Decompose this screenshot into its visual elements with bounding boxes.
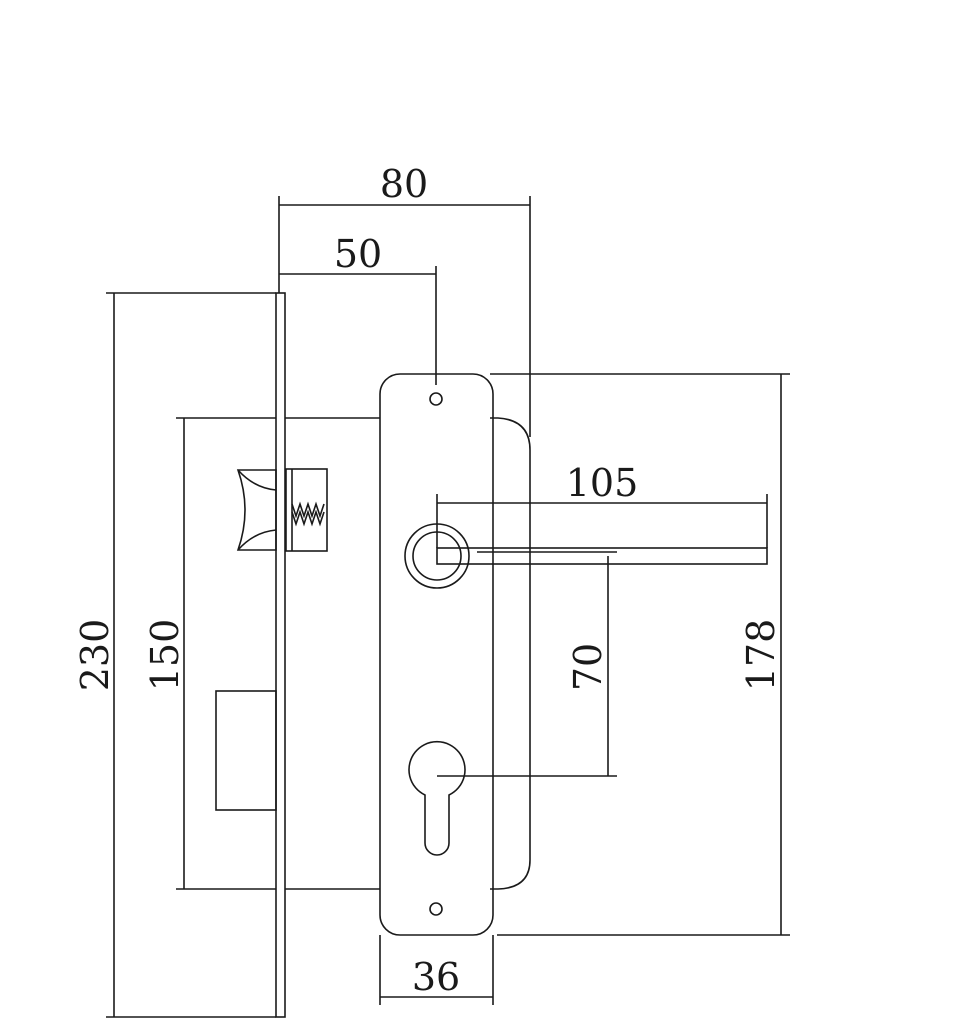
screw-hole-top — [429, 392, 443, 406]
faceplate — [275, 292, 286, 1018]
escutcheon-plate — [379, 373, 494, 936]
dimension-lines — [106, 196, 790, 1018]
dim-label-230: 230 — [73, 619, 117, 692]
dim-label-150: 150 — [143, 619, 187, 692]
lever-arm — [436, 547, 768, 565]
dim-label-70: 70 — [566, 643, 610, 691]
dim-label-105: 105 — [566, 461, 639, 505]
lever-handle — [404, 523, 768, 589]
dim-label-178: 178 — [739, 619, 783, 692]
dim-label-36: 36 — [412, 955, 460, 999]
latch-spring — [291, 501, 325, 519]
cylinder-hole — [408, 740, 466, 856]
dim-label-50: 50 — [334, 232, 382, 276]
back-plate — [490, 417, 531, 890]
dim-label-80: 80 — [380, 162, 428, 206]
lock-case — [176, 417, 380, 890]
latch-bolt — [236, 468, 328, 552]
dead-bolt — [215, 690, 277, 811]
screw-hole-bottom — [429, 902, 443, 916]
